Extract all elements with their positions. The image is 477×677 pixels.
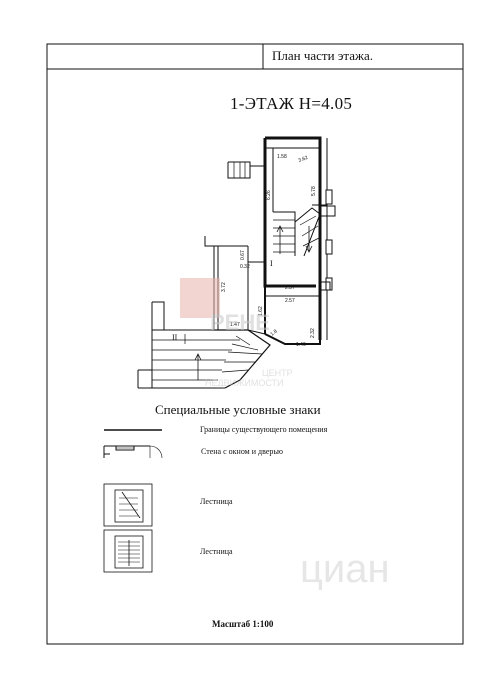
legend-item-label: Лестница [200, 547, 233, 556]
dim-label: 0.67 [240, 250, 246, 260]
watermark-site: циан [300, 547, 390, 591]
legend-symbols [103, 429, 163, 573]
dim-label: 1.46 [296, 342, 306, 348]
staircase-icon [103, 483, 153, 527]
dim-label: 1.47 [230, 322, 240, 328]
watermark-rene: РЕНЕ ЦЕНТР НЕДВИЖИМОСТИ [180, 278, 293, 388]
room-label-I: I [270, 259, 273, 268]
plan-dimensions: 1.58 3.62 5.78 6.26 0.67 0.32 3.72 2.37 … [172, 154, 317, 348]
watermark-brand: РЕНЕ [210, 310, 270, 335]
watermark-sub2: НЕДВИЖИМОСТИ [205, 378, 284, 388]
dim-label: 6.26 [266, 190, 272, 200]
legend-item-label: Границы существующего помещения [200, 425, 328, 434]
wall-window-door-icon [103, 445, 163, 459]
dim-label: 0.32 [240, 264, 250, 270]
dim-label: 2.32 [310, 328, 316, 338]
sheet-title: План части этажа. [272, 48, 374, 63]
watermark-cian: циан [300, 547, 390, 591]
dim-label: 1.8 [269, 328, 278, 337]
legend-item-label: Лестница [200, 497, 233, 506]
dim-label: 2.37 [285, 285, 295, 291]
dim-label: 1.58 [277, 154, 287, 160]
plan-walls [137, 136, 336, 389]
legend-item-label: Стена с окном и дверью [201, 447, 283, 456]
dim-label: 2.57 [285, 298, 295, 304]
staircase-icon [103, 529, 153, 573]
dim-label: 1.62 [258, 306, 264, 316]
watermark-square [180, 278, 220, 318]
dim-label: 5.78 [311, 186, 317, 196]
watermark-sub1: ЦЕНТР [262, 368, 293, 378]
scale-label: Масштаб 1:100 [212, 619, 274, 629]
dim-label: 3.62 [298, 155, 309, 164]
room-label-II: II [172, 333, 178, 342]
legend-title: Специальные условные знаки [155, 402, 321, 417]
floor-label: 1-ЭТАЖ Н=4.05 [230, 94, 353, 113]
sheet-frame [46, 43, 464, 645]
dim-label: 3.72 [221, 282, 227, 292]
